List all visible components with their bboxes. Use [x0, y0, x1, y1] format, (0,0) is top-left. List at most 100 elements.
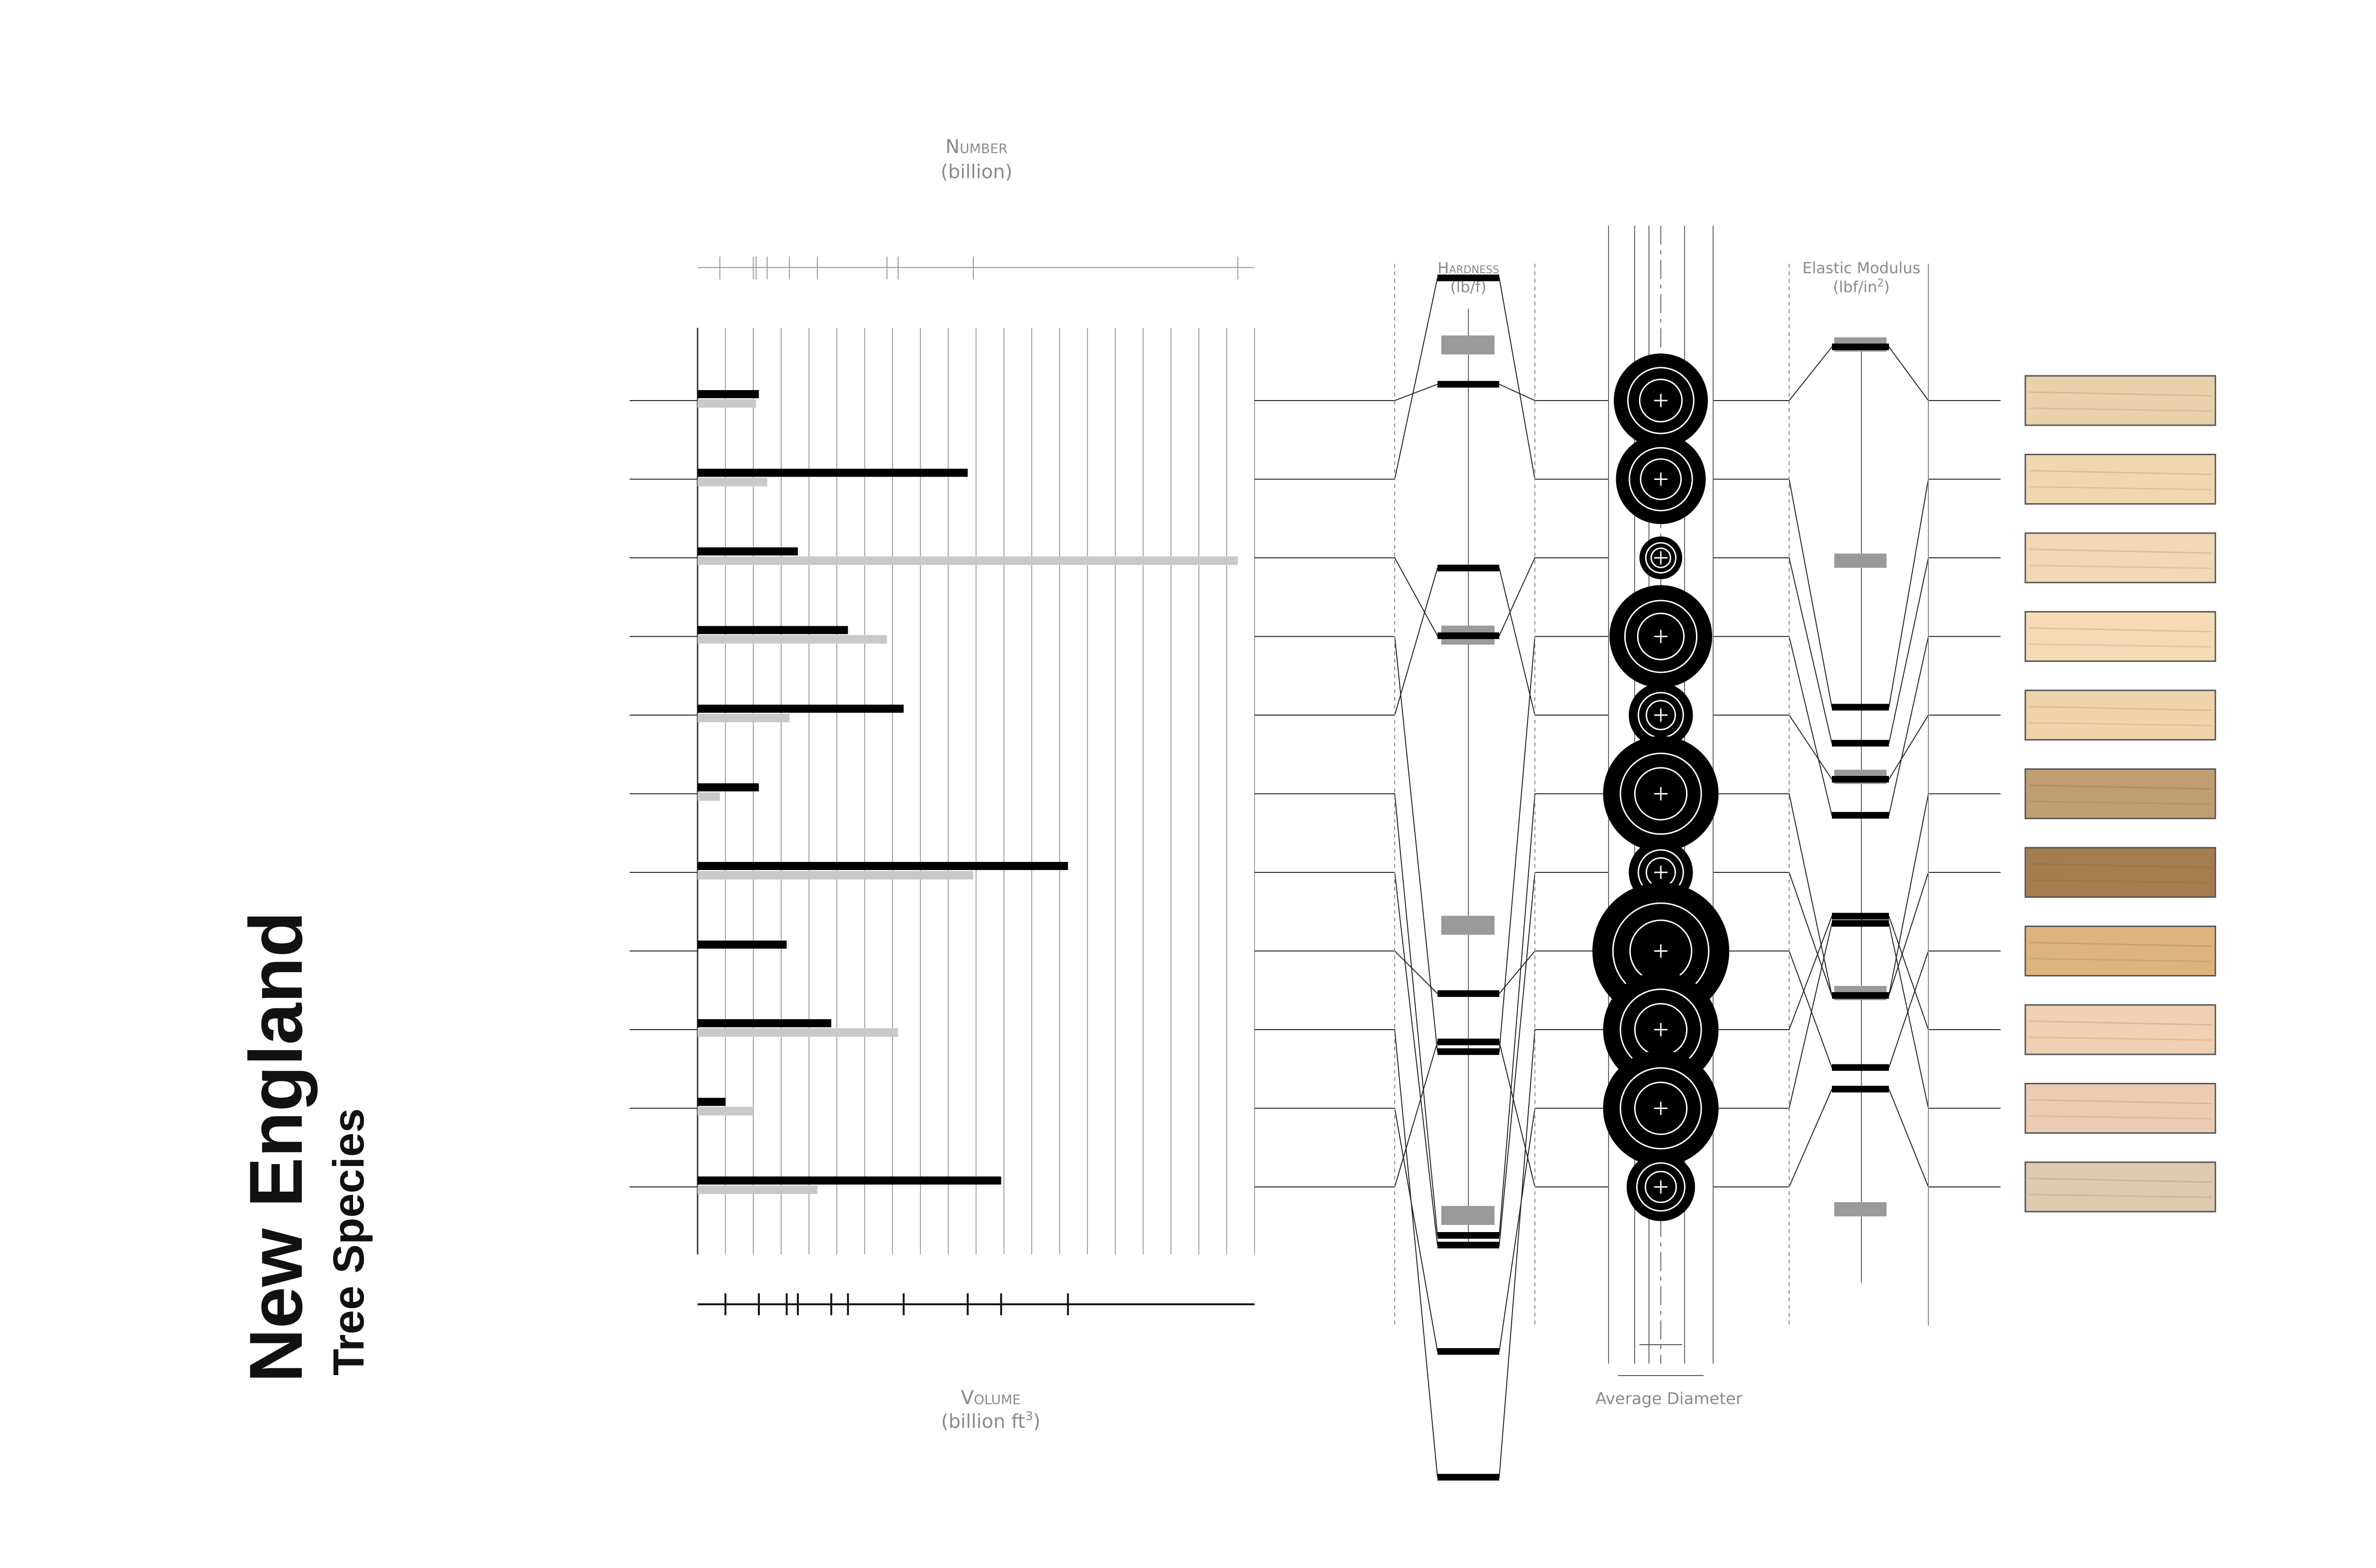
volume-bar: [698, 1019, 832, 1027]
number-bar: [698, 556, 1238, 565]
hardness-tick-box: [1441, 916, 1495, 935]
volume-bar: [698, 783, 759, 792]
diameter-ring: [1638, 378, 1683, 423]
hardness-connector: [1255, 872, 1609, 1246]
modulus-unit-sup: 2: [1877, 277, 1884, 289]
volume-bar: [698, 705, 904, 713]
hardness-tick-box: [1441, 335, 1495, 354]
wood-sample-swatch: [2024, 847, 2216, 898]
wood-grain-line: [2029, 1115, 2212, 1119]
volume-bar: [698, 547, 798, 555]
wood-sample-swatch: [2024, 375, 2216, 426]
number-bar: [698, 1107, 754, 1116]
number-bar: [698, 478, 767, 487]
modulus-connector: [1713, 950, 2001, 1068]
modulus-connector: [1713, 793, 2001, 996]
volume-unit-text: (billion ft: [941, 1411, 1025, 1433]
chart-title: New England: [234, 911, 318, 1383]
modulus-connector: [1713, 636, 2001, 816]
number-bar: [698, 792, 720, 801]
hardness-connector: [1255, 1029, 1609, 1478]
hardness-connector: [1255, 277, 1609, 480]
modulus-unit-text: (lbf/in: [1833, 278, 1877, 296]
modulus-connector: [1713, 715, 2001, 780]
title-main: New England: [234, 911, 318, 1383]
diameter-ring: [1627, 367, 1695, 434]
volume-bar: [698, 1176, 1001, 1185]
wood-grain-line: [2029, 564, 2212, 569]
wood-sample-swatch: [2024, 926, 2216, 976]
number-bar: [698, 714, 790, 722]
modulus-marker: [1832, 1086, 1889, 1093]
wood-sample-swatch: [2024, 532, 2216, 583]
wood-sample-swatch: [2024, 689, 2216, 741]
bar-series: [698, 390, 1238, 1194]
hardness-connector: [1255, 567, 1609, 716]
wood-grain-line: [2029, 879, 2212, 884]
hardness-marker: [1437, 1473, 1499, 1481]
modulus-marker: [1832, 913, 1889, 920]
wood-grain-line: [2029, 470, 2212, 475]
modulus-marker: [1832, 740, 1889, 747]
wood-grain-line: [2029, 643, 2212, 648]
hardness-panel: [1394, 264, 1535, 1481]
modulus-marker: [1832, 992, 1889, 999]
hardness-marker: [1437, 381, 1499, 388]
hardness-connector: [1255, 1041, 1609, 1187]
bar-grid: [697, 328, 1255, 1254]
wood-sample-swatch: [2024, 1004, 2216, 1055]
wood-grain-line: [2029, 863, 2212, 869]
diameter-ring: [1636, 1162, 1686, 1212]
axes: [698, 257, 1255, 1315]
diameter-axis-title: Average Diameter: [1595, 1389, 1742, 1408]
modulus-marker: [1832, 704, 1889, 711]
modulus-connector: [1713, 1089, 2001, 1187]
wood-grain-line: [2029, 1020, 2212, 1026]
hardness-marker: [1437, 1048, 1499, 1055]
volume-unit-end: ): [1033, 1411, 1041, 1433]
hardness-marker: [1437, 1348, 1499, 1355]
diameter-panel: [1592, 226, 1729, 1376]
wood-grain-line: [2029, 548, 2212, 554]
volume-axis-title: Volume: [961, 1387, 1021, 1409]
modulus-marker: [1832, 812, 1889, 819]
modulus-marker: [1832, 776, 1889, 783]
hardness-connector: [1255, 636, 1609, 1052]
hardness-marker: [1437, 990, 1499, 997]
wood-grain-line: [2029, 486, 2212, 490]
wood-sample-swatch: [2024, 768, 2216, 819]
hardness-marker: [1437, 1232, 1499, 1239]
volume-axis-unit: (billion ft3): [941, 1409, 1040, 1433]
modulus-tick-box: [1834, 1202, 1887, 1216]
hardness-marker: [1437, 632, 1499, 639]
diameter-ring: [1624, 600, 1698, 673]
wood-sample-swatch: [2024, 1083, 2216, 1134]
modulus-connector: [1713, 478, 2001, 708]
wood-sample-swatch: [2024, 1161, 2216, 1213]
hardness-connector: [1255, 383, 1609, 401]
modulus-connector: [1713, 872, 2001, 996]
title-sub: Tree Species: [325, 1108, 373, 1376]
volume-bar: [698, 862, 1068, 870]
modulus-marker: [1832, 1064, 1889, 1071]
volume-bar: [698, 390, 759, 398]
hardness-connector: [1255, 950, 1609, 994]
hardness-marker: [1437, 274, 1499, 281]
diameter-ring: [1619, 1067, 1702, 1150]
hardness-marker: [1437, 1242, 1499, 1249]
number-axis-title: Number: [946, 136, 1008, 158]
diameter-ring: [1646, 700, 1676, 730]
wood-grain-line: [2029, 1194, 2212, 1198]
wood-grain-line: [2029, 627, 2212, 632]
wood-grain-line: [2029, 942, 2212, 947]
modulus-axis-title: Elastic Modulus: [1802, 259, 1920, 277]
diameter-ring: [1637, 612, 1685, 660]
number-bar: [698, 399, 757, 408]
wood-grain-line: [2029, 407, 2212, 412]
wood-samples: [2024, 375, 2216, 1213]
chart-subtitle: Tree Species: [325, 1108, 373, 1376]
diameter-ring: [1645, 1171, 1677, 1203]
modulus-panel: [1789, 264, 1929, 1326]
hardness-marker: [1437, 1038, 1499, 1045]
